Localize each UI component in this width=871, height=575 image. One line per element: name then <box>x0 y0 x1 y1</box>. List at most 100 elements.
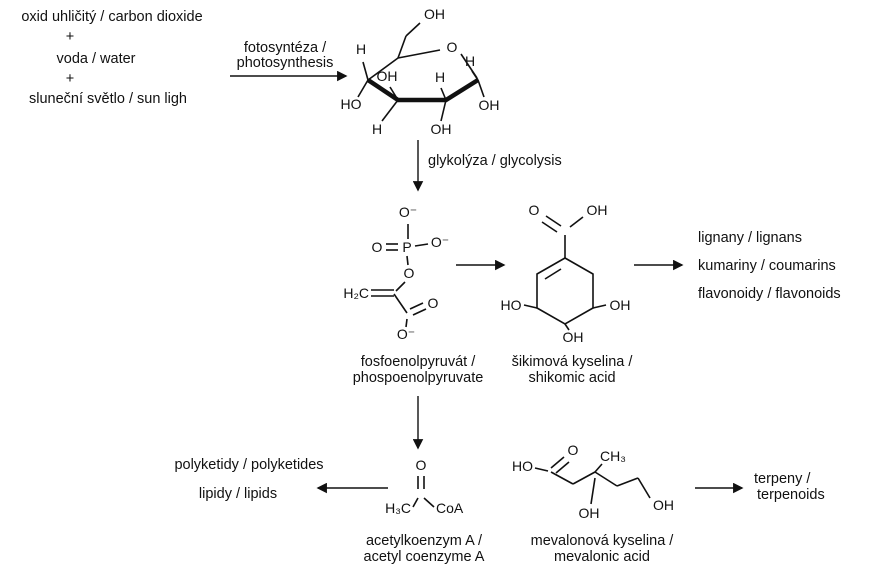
bond <box>569 216 584 228</box>
bond <box>616 477 639 487</box>
bond <box>637 477 651 499</box>
atom-label: H <box>372 121 382 137</box>
bond <box>405 318 408 328</box>
atom-label: O <box>447 39 458 55</box>
product-flavonoids: flavonoidy / flavonoids <box>698 286 841 302</box>
bond-double-inner <box>544 268 562 280</box>
atom-label: OH <box>431 121 452 137</box>
photosynthesis-label-line1: fotosyntéza / <box>244 40 327 56</box>
bond <box>409 302 424 310</box>
atom-label: H <box>465 53 475 69</box>
product-lignans: lignany / lignans <box>698 230 802 246</box>
glycolysis-arrow-group: glykolýza / glycolysis <box>412 140 562 192</box>
bond <box>564 323 570 331</box>
bond <box>393 293 408 314</box>
acetylcoa-name-line1: acetylkoenzym A / <box>366 533 483 549</box>
bond <box>592 304 607 309</box>
bond <box>423 497 435 508</box>
terpene-product: terpeny / terpenoids <box>754 471 825 503</box>
atom-label: OH <box>377 68 398 84</box>
product-lipids: lipidy / lipids <box>199 486 277 502</box>
bond <box>471 70 479 81</box>
product-coumarins: kumariny / coumarins <box>698 258 836 274</box>
glycolysis-label: glykolýza / glycolysis <box>428 153 562 169</box>
atom-label: H <box>435 69 445 85</box>
atom-label: HO <box>501 297 522 313</box>
glucose-structure: OH H O OH H H HO OH H OH <box>341 6 500 137</box>
mevalonic-name-line2: mevalonic acid <box>554 549 650 565</box>
bond <box>594 471 618 487</box>
atom-label: O⁻ <box>399 204 417 220</box>
bond <box>412 497 419 508</box>
bond <box>412 308 427 316</box>
product-terpenes-line2: terpenoids <box>757 487 825 503</box>
atom-label: HO <box>341 96 362 112</box>
inputs-block: oxid uhličitý / carbon dioxide + voda / … <box>21 9 202 107</box>
atom-label: OH <box>610 297 631 313</box>
bond <box>405 22 421 37</box>
bond <box>362 61 369 81</box>
atom-label: OH <box>587 202 608 218</box>
product-polyketides: polyketidy / polyketides <box>174 457 323 473</box>
acetylcoa-structure: O H₃C CoA acetylkoenzym A / acetyl coenz… <box>364 457 485 565</box>
bond <box>550 471 574 485</box>
input-water: voda / water <box>57 51 136 67</box>
atom-label: OH <box>479 97 500 113</box>
bond <box>555 461 570 474</box>
atom-label: H₂C <box>343 285 369 301</box>
bond <box>414 243 429 247</box>
atom-label: H₃C <box>385 500 411 516</box>
atom-label: CH₃ <box>600 448 626 464</box>
bond <box>389 86 399 101</box>
atom-label: O <box>404 265 415 281</box>
atom-label: O⁻ <box>431 234 449 250</box>
pep-structure: O⁻ O P O⁻ O H₂C O O⁻ fosfoenolpyruvát / … <box>343 204 483 386</box>
bond <box>440 99 447 122</box>
mevalonic-structure: HO O CH₃ OH OH mevalonová kyselina / mev… <box>512 442 674 565</box>
atom-label: CoA <box>436 500 464 516</box>
acetylcoa-products: polyketidy / polyketides lipidy / lipids <box>174 457 323 502</box>
plus-sign: + <box>66 71 74 87</box>
atom-label: P <box>402 239 411 255</box>
atom-label: H <box>356 41 366 57</box>
atom-label: HO <box>512 458 533 474</box>
atom-label: O⁻ <box>397 326 415 342</box>
input-sunlight: sluneční světlo / sun ligh <box>29 91 187 107</box>
bond <box>477 79 485 98</box>
bond <box>381 99 399 122</box>
photosynthesis-label-line2: photosynthesis <box>237 55 334 71</box>
input-co2: oxid uhličitý / carbon dioxide <box>21 9 202 25</box>
atom-label: OH <box>424 6 445 22</box>
atom-label: O <box>529 202 540 218</box>
shikimic-name-line1: šikimová kyselina / <box>512 354 634 370</box>
bond <box>397 35 407 59</box>
atom-label: O <box>372 239 383 255</box>
atom-label: OH <box>563 329 584 345</box>
bond <box>545 215 562 227</box>
photosynthesis-arrow-group: fotosyntéza / photosynthesis <box>230 40 348 82</box>
atom-label: O <box>428 295 439 311</box>
atom-label: OH <box>653 497 674 513</box>
product-terpenes-line1: terpeny / <box>754 471 811 487</box>
ring <box>536 257 594 325</box>
pep-name-line2: phospoenolpyruvate <box>353 370 484 386</box>
bond <box>590 477 596 505</box>
bond <box>572 471 596 485</box>
bond <box>541 221 558 233</box>
shikimate-products: lignany / lignans kumariny / coumarins f… <box>698 230 841 302</box>
atom-label: O <box>568 442 579 458</box>
atom-label: OH <box>579 505 600 521</box>
shikimic-structure: O OH HO OH OH šikimová kyselina / shikom… <box>501 202 634 386</box>
atom-label: O <box>416 457 427 473</box>
mevalonic-name-line1: mevalonová kyselina / <box>531 533 675 549</box>
bond <box>534 467 549 472</box>
pep-name-line1: fosfoenolpyruvát / <box>361 354 476 370</box>
bond <box>357 79 369 98</box>
bond <box>523 304 538 309</box>
bond <box>594 463 603 473</box>
bond <box>367 57 399 81</box>
bond-front-edge <box>366 78 480 103</box>
bond <box>440 87 447 101</box>
